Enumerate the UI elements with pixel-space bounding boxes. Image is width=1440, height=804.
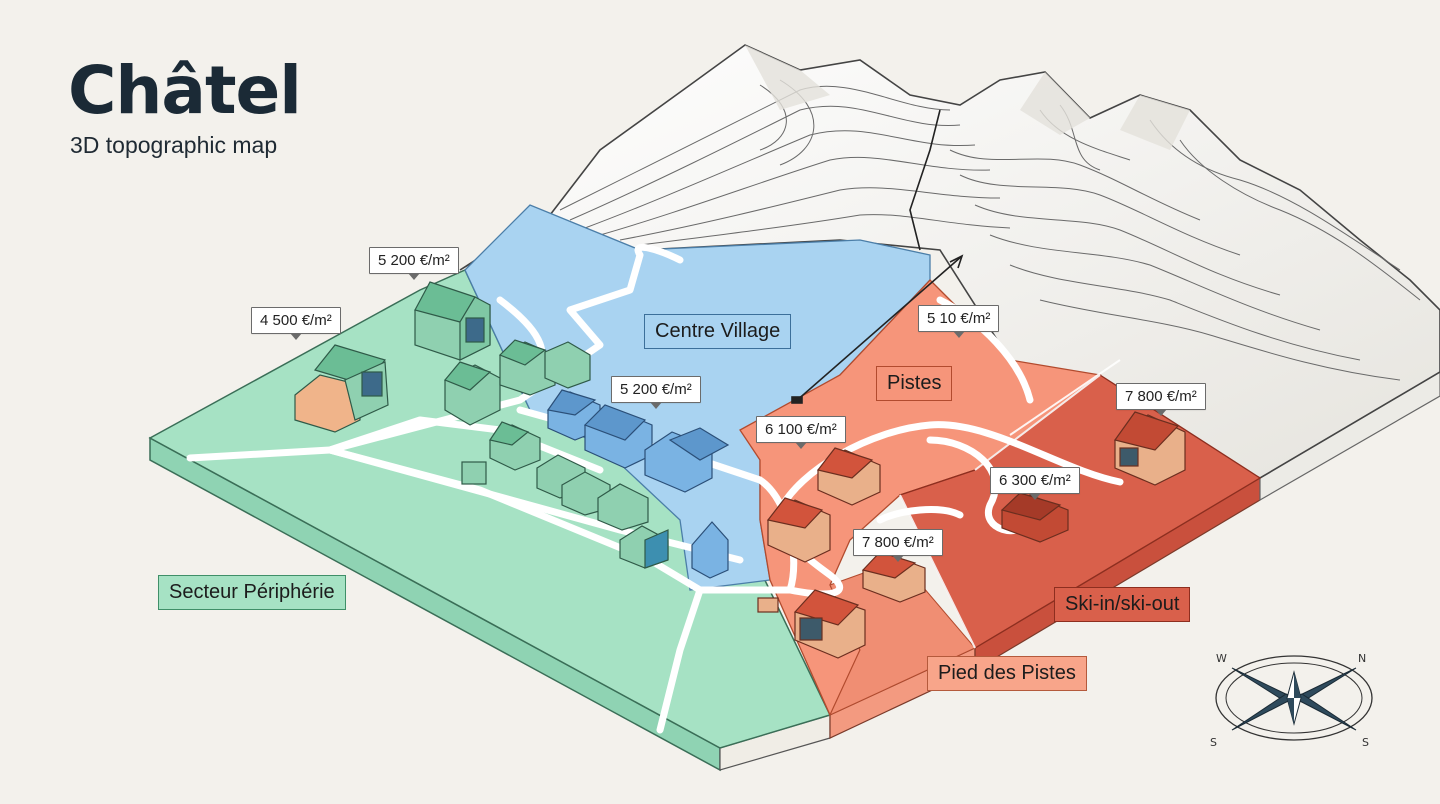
house [816, 447, 881, 506]
house [619, 525, 669, 569]
house [1113, 411, 1186, 486]
price-tag[interactable]: 6 300 €/m² [990, 467, 1080, 500]
zone-label-centre-village[interactable]: Centre Village [644, 314, 792, 349]
compass-s: S [1210, 736, 1217, 749]
house [597, 483, 649, 531]
compass-e: S [1362, 736, 1369, 749]
houses-peripherie [294, 281, 669, 569]
house [644, 427, 730, 493]
page-subtitle: 3D topographic map [70, 132, 278, 158]
ski-lift [791, 254, 964, 404]
house [444, 361, 501, 426]
house [544, 341, 591, 389]
houses-centre [546, 389, 730, 579]
price-tag[interactable]: 5 200 €/m² [611, 376, 701, 409]
zone-label-ski-in-ski-out[interactable]: Ski-in/ski-out [1054, 587, 1191, 622]
price-tag[interactable]: 4 500 €/m² [251, 307, 341, 340]
house [498, 339, 556, 396]
house [691, 521, 729, 579]
house [294, 344, 389, 433]
price-tag[interactable]: 6 100 €/m² [756, 416, 846, 449]
price-tag[interactable]: 5 200 €/m² [369, 247, 459, 280]
price-tag[interactable]: 5 10 €/m² [918, 305, 1000, 338]
house [414, 281, 491, 361]
zone-label-pied-des-pistes[interactable]: Pied des Pistes [927, 656, 1087, 691]
price-tag[interactable]: 7 800 €/m² [1116, 383, 1206, 416]
house [583, 404, 653, 469]
compass-n: N [1358, 652, 1366, 665]
compass-w: W [1216, 652, 1227, 665]
house [793, 589, 866, 659]
house [1000, 492, 1069, 543]
page-title: Châtel [68, 52, 302, 129]
house [766, 497, 831, 563]
zone-label-pistes[interactable]: Pistes [876, 366, 953, 401]
zone-dividers [899, 359, 1121, 649]
price-tag[interactable]: 7 800 €/m² [853, 529, 943, 562]
houses-pistes [757, 411, 1186, 659]
house [489, 421, 541, 471]
zone-label-peripherie[interactable]: Secteur Périphérie [158, 575, 346, 610]
compass-rose-icon: W N S S [1210, 652, 1373, 749]
house [861, 551, 926, 603]
